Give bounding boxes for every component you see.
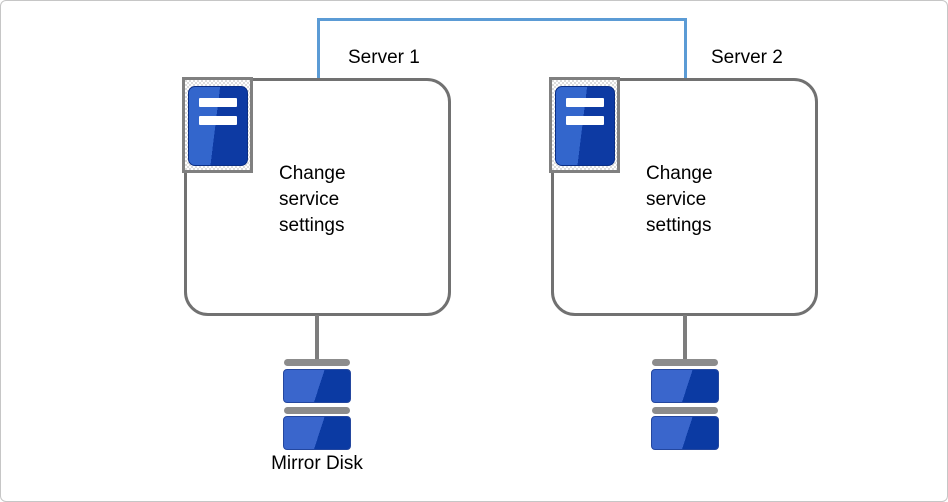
- server-tower-icon: [555, 86, 615, 166]
- interconnect-line: [317, 18, 687, 78]
- disk-platter: [283, 416, 351, 450]
- server2-label: Server 2: [711, 47, 783, 68]
- mirror-disk-icon: [283, 359, 351, 450]
- disk-connector-line: [315, 315, 319, 361]
- disk-bar: [284, 407, 350, 414]
- server2-box: Change service settings: [551, 78, 818, 316]
- server-tower-icon: [188, 86, 248, 166]
- server-icon: [549, 77, 620, 173]
- server-slot-icon: [566, 116, 604, 125]
- server1-label: Server 1: [348, 47, 420, 68]
- server-slot-icon: [199, 98, 237, 107]
- server2-task-text: Change service settings: [646, 163, 713, 236]
- server-slot-icon: [566, 98, 604, 107]
- disk-bar: [652, 407, 718, 414]
- disk-bar: [652, 359, 718, 366]
- mirror-disk-label: Mirror Disk: [271, 453, 363, 474]
- server-slot-icon: [199, 116, 237, 125]
- disk-platter: [651, 416, 719, 450]
- disk-platter: [651, 369, 719, 403]
- disk-bar: [284, 359, 350, 366]
- disk-connector-line: [683, 315, 687, 361]
- server1-task-text: Change service settings: [279, 163, 346, 236]
- server-icon: [182, 77, 253, 173]
- mirror-disk-icon: [651, 359, 719, 450]
- disk-platter: [283, 369, 351, 403]
